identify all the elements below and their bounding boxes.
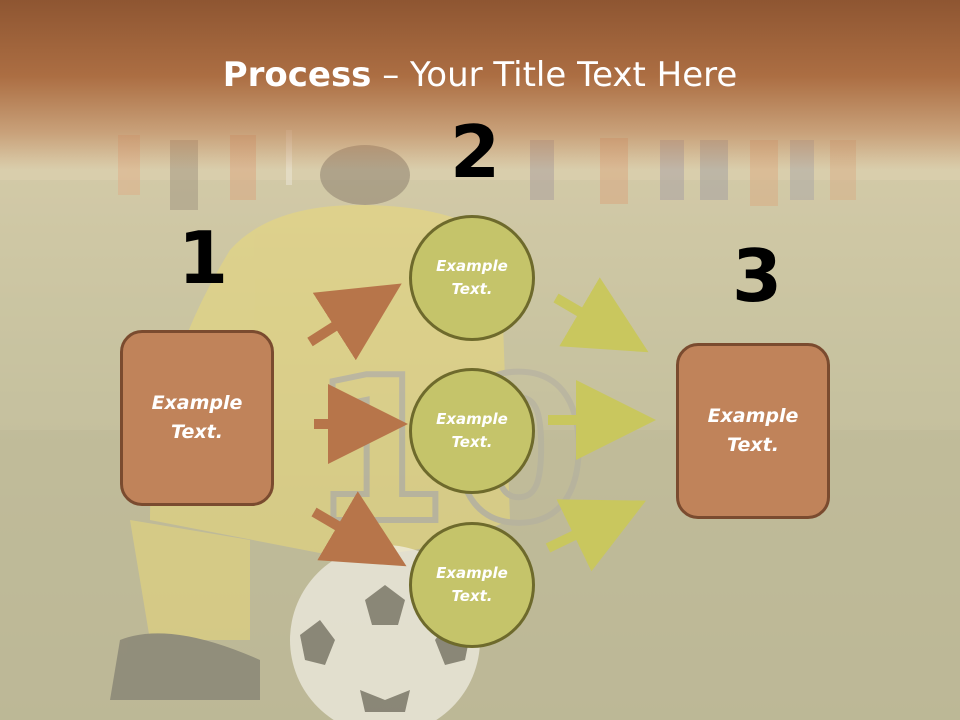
slide-title: Process – Your Title Text Here — [0, 52, 960, 98]
title-band — [0, 0, 960, 170]
arrow-1-to-2-bottom — [311, 491, 407, 567]
step-2-circle-bottom: Example Text. — [409, 522, 535, 648]
arrow-2-to-3-top — [553, 277, 649, 353]
step-1-box: Example Text. — [120, 330, 274, 506]
title-rest: – Your Title Text Here — [371, 55, 738, 95]
step-number-2: 2 — [450, 110, 501, 194]
step-2-circle-top: Example Text. — [409, 215, 535, 341]
step-number-3: 3 — [732, 234, 783, 318]
arrow-2-to-3-bottom — [545, 499, 647, 572]
step-2-circle-middle: Example Text. — [409, 368, 535, 494]
title-bold: Process — [222, 55, 372, 95]
step-3-box: Example Text. — [676, 343, 830, 519]
arrow-1-to-2-top — [307, 283, 402, 361]
step-number-1: 1 — [178, 216, 229, 300]
